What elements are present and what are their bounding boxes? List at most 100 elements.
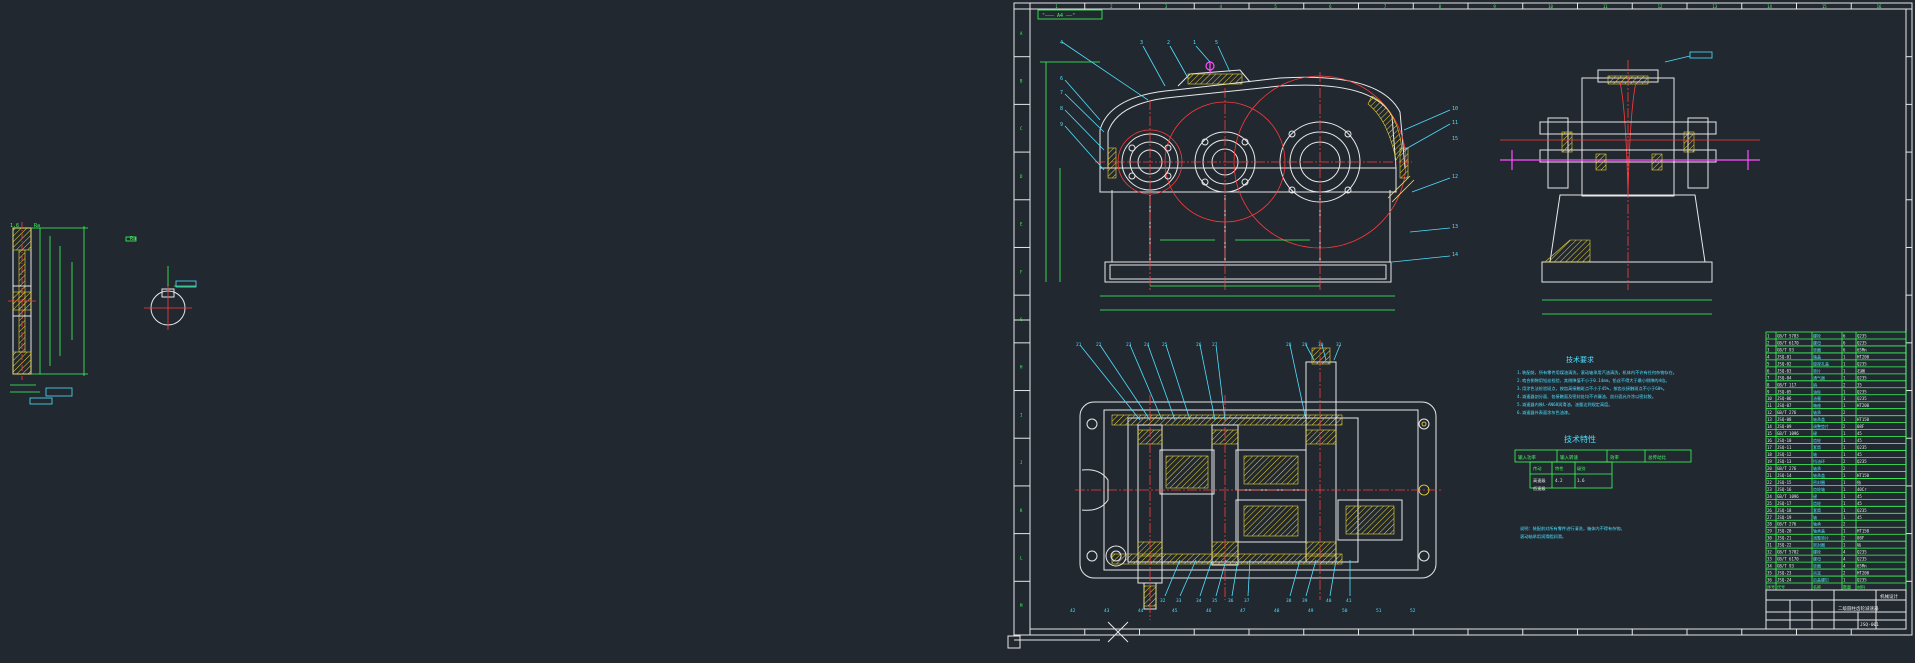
parts-list-cell: HT150 xyxy=(1857,417,1870,422)
parts-list-cell: JSQ-17 xyxy=(1777,501,1792,506)
parts-list-cell: GB/T 117 xyxy=(1777,382,1797,387)
parts-list-cell: 40Cr xyxy=(1857,487,1867,492)
border-letter: M xyxy=(1020,603,1023,608)
parts-list-cell: GB/T 1096 xyxy=(1777,494,1799,499)
callout-number: 44 xyxy=(1138,608,1144,614)
parts-list-cell: Q235 xyxy=(1857,445,1867,450)
parts-list-cell: 35 xyxy=(1857,382,1862,387)
callout-number: 48 xyxy=(1274,608,1280,614)
parts-list-cell: 33 xyxy=(1767,557,1772,562)
parts-list-cell: 65Mn xyxy=(1857,564,1867,569)
parts-list-cell: GB/T 276 xyxy=(1777,522,1797,527)
parts-list-cell: 调整垫片 xyxy=(1813,423,1829,429)
border-number: 11 xyxy=(1603,4,1608,9)
parts-list-header: 代号 xyxy=(1777,584,1785,590)
parts-list-cell: JSQ-09 xyxy=(1777,424,1792,429)
parts-list-cell: 45 xyxy=(1857,494,1862,499)
parts-list-cell: 45 xyxy=(1857,438,1862,443)
callout-number: 35 xyxy=(1212,598,1218,604)
callout-number: 10 xyxy=(1452,106,1458,112)
parts-list-cell: 1 xyxy=(1843,473,1846,478)
tech-req-line: 3.用涂色法检验斑点，按齿高接触斑点不小于45%，按齿长接触斑点不小于60%。 xyxy=(1517,385,1667,392)
parts-list-cell: HT150 xyxy=(1857,529,1870,534)
callout-number: 31 xyxy=(1336,342,1342,348)
callout-number: 46 xyxy=(1206,608,1212,614)
parts-list-cell: JSQ-01 xyxy=(1777,354,1792,359)
parts-list-cell: 1 xyxy=(1843,368,1846,373)
svg-text:Ra: Ra xyxy=(130,236,136,242)
parts-list-cell: 12 xyxy=(1767,410,1772,415)
parts-list-cell: 1 xyxy=(1843,361,1846,366)
parts-list-cell: 65Mn xyxy=(1857,347,1867,352)
border-letter: G xyxy=(1020,317,1023,322)
parts-list-cell: JSQ-23 xyxy=(1777,571,1792,576)
parts-list-cell: 密封圈 xyxy=(1813,479,1825,485)
border-number: 14 xyxy=(1767,4,1772,9)
parts-list-header: 数量 xyxy=(1843,584,1851,590)
callout-number: 7 xyxy=(1060,90,1063,96)
callout-number: 2 xyxy=(1167,40,1170,46)
parts-list-cell: 1 xyxy=(1843,389,1846,394)
callout-number: 28 xyxy=(1286,342,1292,348)
parts-list-cell: 4 xyxy=(1843,550,1846,555)
parts-list-cell: 齿轮轴 xyxy=(1813,486,1825,492)
parts-list-cell: 6 xyxy=(1843,333,1846,338)
parts-list-cell: JSQ-16 xyxy=(1777,487,1792,492)
parts-list-cell: 2 xyxy=(1843,459,1846,464)
parts-list-cell: 油标 xyxy=(1813,388,1821,394)
parts-list-cell: 套筒 xyxy=(1813,444,1821,450)
parts-list-cell: 15 xyxy=(1767,431,1772,436)
parts-list-cell: 轴 xyxy=(1813,514,1817,520)
parts-list-cell: 11 xyxy=(1767,403,1772,408)
border-letter: F xyxy=(1020,269,1023,274)
callout-number: 41 xyxy=(1346,598,1352,604)
parts-list-cell: 34 xyxy=(1767,564,1772,569)
border-letter: I xyxy=(1020,412,1023,417)
parts-list-cell: 1 xyxy=(1767,333,1770,338)
callout-number: 22 xyxy=(1096,342,1102,348)
parts-list-cell: 齿轮 xyxy=(1813,500,1821,506)
callout-number: 14 xyxy=(1452,252,1458,258)
parts-list-cell: 08F xyxy=(1857,536,1865,541)
parts-list-cell: 6 xyxy=(1767,368,1770,373)
parts-list-cell: 08F xyxy=(1857,424,1865,429)
callout-number: 25 xyxy=(1162,342,1168,348)
parts-list-cell: 密封圈 xyxy=(1813,542,1825,548)
parts-list-cell: 轴 xyxy=(1813,451,1817,457)
parts-list-cell: 2 xyxy=(1843,536,1846,541)
callout-number: 29 xyxy=(1302,342,1308,348)
border-number: 3 xyxy=(1165,4,1168,9)
title-block xyxy=(1765,589,1907,630)
border-letter: K xyxy=(1020,508,1023,513)
parts-list-cell: Q235 xyxy=(1857,333,1867,338)
border-number: 16 xyxy=(1877,4,1882,9)
parts-list-cell: 轴承 xyxy=(1813,409,1821,415)
parts-list-cell: GB/T 276 xyxy=(1777,466,1797,471)
ucs-icon[interactable] xyxy=(1007,621,1129,649)
parts-list-cell: 2 xyxy=(1843,522,1846,527)
border-letter: A xyxy=(1020,31,1023,36)
border-letter: C xyxy=(1020,126,1023,131)
parts-list-cell: GB/T 93 xyxy=(1777,564,1794,569)
parts-list-cell: 轴承盖 xyxy=(1813,528,1825,534)
parts-list-cell: Q235 xyxy=(1857,396,1867,401)
parts-list-cell: 18 xyxy=(1767,452,1772,457)
callout-number: 15 xyxy=(1452,136,1458,142)
parts-list-cell: 1 xyxy=(1843,445,1846,450)
parts-list-cell: 27 xyxy=(1767,515,1772,520)
tech-characteristics-table xyxy=(1514,449,1692,489)
border-number: 2 xyxy=(1110,4,1113,9)
parts-list-cell: JSQ-22 xyxy=(1777,543,1792,548)
layer-tag-box[interactable] xyxy=(1037,9,1103,20)
parts-list-cell: JSQ-24 xyxy=(1777,578,1792,583)
parts-list-cell: 36 xyxy=(1767,578,1772,583)
parts-list-cell: Q235 xyxy=(1857,340,1867,345)
parts-list-cell: JSQ-11 xyxy=(1777,445,1792,450)
parts-list-cell: 10 xyxy=(1767,396,1772,401)
callout-number: 32 xyxy=(1160,598,1166,604)
parts-list-cell: 挡油环 xyxy=(1813,458,1825,464)
parts-list-header: 名称 xyxy=(1813,584,1821,590)
parts-list-cell: 轴承 xyxy=(1813,521,1821,527)
callout-number: 33 xyxy=(1176,598,1182,604)
